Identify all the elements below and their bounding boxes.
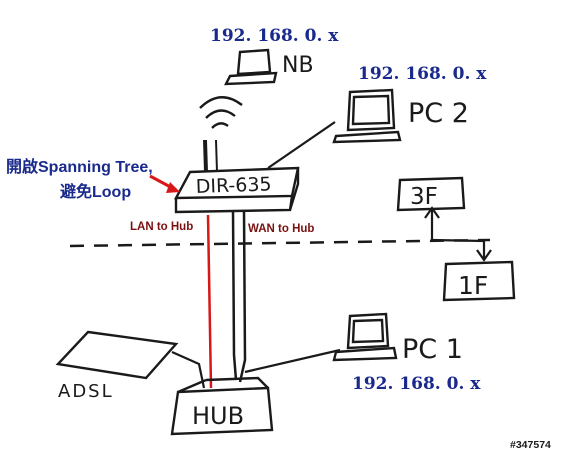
router-label: DIR-635 xyxy=(195,173,272,198)
watermark: #347574 xyxy=(510,439,551,451)
adsl-hub-cable xyxy=(171,350,206,389)
adsl-label: ADSL xyxy=(58,381,114,402)
hub-icon xyxy=(170,376,274,436)
pc1-icon xyxy=(332,312,398,362)
router-pc2-cable xyxy=(267,121,336,169)
hub-label: HUB xyxy=(192,402,244,430)
floor-1f-label: 1F xyxy=(458,271,488,300)
ip-label-pc1: 192. 168. 0. x xyxy=(352,374,481,394)
pc1-label: PC 1 xyxy=(402,334,463,365)
nb-label: NB xyxy=(282,53,314,78)
floor-arrow-up xyxy=(424,206,440,240)
floor-3f-box xyxy=(396,176,466,212)
pc2-label: PC 2 xyxy=(408,98,469,129)
floor-divider-line xyxy=(69,238,491,248)
spanning-tree-note-line1: 開啟Spanning Tree, xyxy=(6,157,153,176)
floor-arrow-down xyxy=(431,238,492,262)
ip-label-pc2: 192. 168. 0. x xyxy=(358,64,487,84)
wan-to-hub-label: WAN to Hub xyxy=(248,223,314,235)
floor-1f-box xyxy=(442,260,516,302)
adsl-modem-icon xyxy=(55,330,179,380)
wan-cable xyxy=(231,209,238,381)
annotation-arrow-icon xyxy=(149,174,180,193)
laptop-icon xyxy=(224,48,278,86)
lan-to-hub-label: LAN to Hub xyxy=(130,221,193,233)
spanning-tree-note-line2: 避免Loop xyxy=(60,182,131,201)
wifi-signal-icon xyxy=(199,96,243,129)
pc2-icon xyxy=(332,88,402,144)
ip-label-nb: 192. 168. 0. x xyxy=(210,26,339,46)
lan-cable xyxy=(206,214,213,389)
router-icon xyxy=(173,139,300,214)
floor-3f-label: 3F xyxy=(410,184,438,210)
hub-pc1-cable xyxy=(244,348,341,374)
